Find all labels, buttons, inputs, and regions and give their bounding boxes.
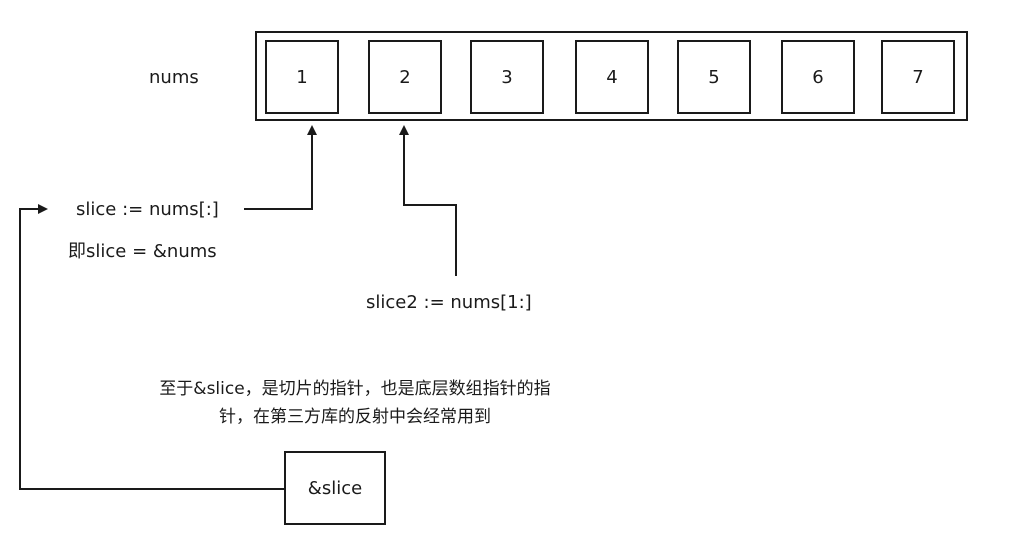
pointer-to-slice-arrow [19, 204, 284, 490]
array-cell-7: 7 [881, 40, 955, 114]
array-cell-6: 6 [781, 40, 855, 114]
array-cell-1: 1 [265, 40, 339, 114]
array-cell-2: 2 [368, 40, 442, 114]
explanation-note: 至于&slice，是切片的指针，也是底层数组指针的指 针，在第三方库的反射中会经… [110, 375, 600, 431]
slice-equivalence: 即slice = &nums [68, 241, 217, 262]
slice-declaration: slice := nums[:] [76, 199, 219, 220]
slice2-to-cell2-arrow [399, 125, 457, 276]
slice-pointer-label: &slice [307, 477, 363, 499]
slice-pointer-box: &slice [284, 451, 386, 525]
slice2-declaration: slice2 := nums[1:] [366, 292, 532, 313]
note-line-2: 针，在第三方库的反射中会经常用到 [219, 407, 491, 427]
nums-array-container [255, 31, 968, 121]
array-cell-5: 5 [677, 40, 751, 114]
array-cell-3: 3 [470, 40, 544, 114]
array-cell-4: 4 [575, 40, 649, 114]
note-line-1: 至于&slice，是切片的指针，也是底层数组指针的指 [159, 379, 551, 399]
array-name-label: nums [149, 67, 199, 88]
slice-to-cell1-arrow [244, 125, 317, 210]
